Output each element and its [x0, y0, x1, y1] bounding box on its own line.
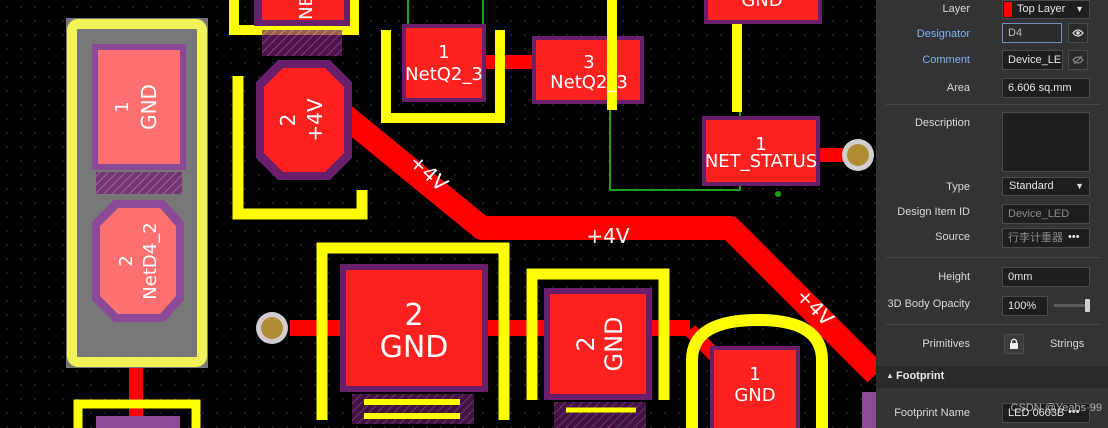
- pcb-canvas[interactable]: 1 GND 2 NetD4_2 2 +4V 1 NetQ2_3 3 NetQ2_…: [0, 0, 876, 428]
- footprint-name-field[interactable]: LED 0603B: [1002, 403, 1090, 423]
- lock-icon[interactable]: [1004, 334, 1024, 354]
- pad-label-num: 3: [583, 52, 594, 73]
- pad-label-net: NET_STATUS: [705, 151, 817, 172]
- comment-field[interactable]: Device_LE: [1002, 50, 1063, 70]
- designator-label: Designator: [916, 28, 970, 40]
- overlay-big-gnd: [316, 242, 510, 420]
- divider: [886, 257, 1100, 258]
- pad-label-net: GND: [380, 330, 449, 365]
- pad-top-right[interactable]: [708, 0, 818, 20]
- design-item-id-field: Device_LED: [1002, 204, 1090, 224]
- source-value: 行李计重器: [1008, 232, 1063, 244]
- layer-dropdown[interactable]: Top Layer ▼: [1002, 0, 1090, 19]
- pad-net-status[interactable]: [706, 120, 816, 182]
- pad-label-net: +4V: [303, 98, 327, 141]
- design-item-id-label: Design Item ID: [897, 206, 970, 218]
- pad-label-num: 2: [572, 336, 600, 351]
- pad-label-num: 2: [116, 255, 137, 266]
- pad-label-num: 2: [404, 298, 423, 333]
- comment-label: Comment: [922, 54, 970, 66]
- footprint-section-label: Footprint: [896, 370, 945, 382]
- overlay-gnd-3: [686, 313, 828, 428]
- footprint-name-label: Footprint Name: [894, 407, 970, 419]
- overlay-4v: [232, 76, 368, 220]
- chevron-down-icon: ▼: [1075, 4, 1084, 14]
- hatch-big-gnd: [352, 394, 474, 424]
- trace-label: +4V: [586, 224, 629, 248]
- primitives-label: Primitives: [922, 338, 970, 350]
- footprint-section-header[interactable]: ▲ Footprint: [876, 366, 1108, 388]
- eye-off-icon[interactable]: [1068, 50, 1088, 70]
- layer-value: Top Layer: [1017, 3, 1066, 15]
- pad-gnd-2[interactable]: [550, 294, 646, 394]
- height-field[interactable]: 0mm: [1002, 267, 1090, 287]
- layer-swatch: [1004, 2, 1012, 17]
- pad-label-net: NetQ2_3: [550, 72, 628, 93]
- pad-label-net: NetQ2_3: [405, 64, 483, 85]
- pad-big-gnd[interactable]: [346, 270, 482, 386]
- layer-label: Layer: [942, 3, 970, 15]
- pad-label-net: NetD4_2: [140, 222, 161, 299]
- body-opacity-label: 3D Body Opacity: [887, 298, 970, 310]
- pad-label-net: GND: [600, 316, 628, 371]
- green-dot: [775, 191, 781, 197]
- d4-pad-1[interactable]: [98, 50, 180, 164]
- pad-label-num: 1: [112, 101, 133, 112]
- triangle-right-icon: ▲: [886, 371, 894, 380]
- pad-label-partial: GND: [741, 0, 782, 11]
- height-label: Height: [938, 271, 970, 283]
- pad-q2-1[interactable]: [406, 28, 482, 98]
- body-opacity-slider[interactable]: [1054, 299, 1090, 312]
- overlay-q2: [381, 30, 505, 123]
- pcb-drawing[interactable]: 1 GND 2 NetD4_2 2 +4V 1 NetQ2_3 3 NetQ2_…: [0, 0, 876, 428]
- footprint-name-value: LED 0603B: [1008, 407, 1065, 419]
- description-field[interactable]: [1002, 112, 1090, 172]
- d4-pad-2[interactable]: [100, 208, 176, 314]
- divider: [886, 104, 1100, 105]
- type-dropdown[interactable]: Standard ▼: [1002, 177, 1090, 196]
- pad-label-net: GND: [137, 84, 161, 130]
- source-label: Source: [935, 231, 970, 243]
- description-label: Description: [914, 117, 970, 129]
- chevron-down-icon: ▼: [1075, 181, 1084, 191]
- pad-label-net: GND: [734, 385, 775, 406]
- type-label: Type: [946, 181, 970, 193]
- area-field: 6.606 sq.mm: [1002, 78, 1090, 98]
- eye-icon[interactable]: [1068, 23, 1088, 43]
- more-icon[interactable]: •••: [1068, 406, 1080, 418]
- pad-4v[interactable]: [264, 68, 344, 172]
- area-label: Area: [946, 82, 970, 94]
- pad-top-left[interactable]: [262, 0, 344, 20]
- divider: [886, 324, 1100, 325]
- pad-gnd-3[interactable]: [714, 350, 796, 428]
- pad-label-num: 1: [438, 42, 449, 63]
- more-icon[interactable]: •••: [1068, 231, 1080, 243]
- overlay-gnd-2: [526, 268, 670, 400]
- watermark: CSDN @Yeahs·99: [1010, 402, 1102, 414]
- designator-field[interactable]: D4: [1002, 23, 1062, 43]
- pad-label-num: 1: [749, 364, 760, 385]
- hatch-top-left: [262, 30, 342, 56]
- pad-label-partial: NET: [296, 0, 317, 20]
- slider-thumb[interactable]: [1085, 299, 1090, 312]
- d4-hatch: [96, 172, 182, 194]
- source-field: 行李计重器: [1002, 228, 1090, 248]
- body-opacity-field[interactable]: 100%: [1002, 296, 1048, 316]
- type-value: Standard: [1009, 180, 1054, 192]
- strings-label[interactable]: Strings: [1050, 338, 1085, 350]
- pad-label-num: 2: [276, 114, 300, 127]
- pad-label-num: 1: [755, 134, 766, 155]
- pad-q2-3[interactable]: [536, 40, 640, 100]
- d4-overlay: [67, 19, 207, 367]
- properties-panel: Layer Top Layer ▼ Designator D4 Comment …: [876, 0, 1108, 428]
